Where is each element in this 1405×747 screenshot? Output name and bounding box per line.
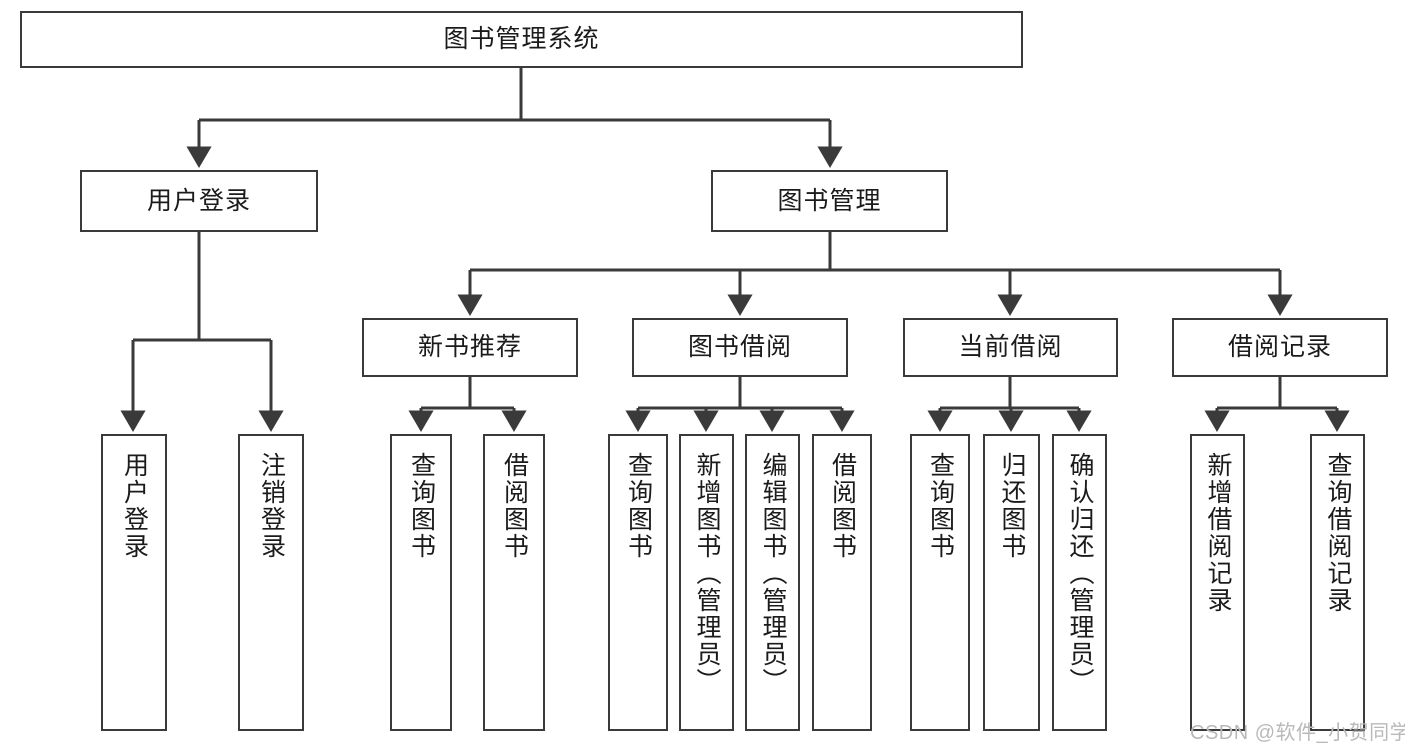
node-borrowing-records[interactable]: 借阅记录	[1172, 318, 1388, 377]
node-root[interactable]: 图书管理系统	[20, 11, 1023, 68]
node-book-management-label: 图书管理	[777, 186, 882, 215]
node-new-book-recommendation-label: 新书推荐	[417, 333, 522, 362]
leaf-query-books-recommend-label: 查询图书	[407, 452, 436, 560]
leaf-user-login[interactable]: 用户登录	[101, 434, 167, 731]
leaf-edit-book-admin-label: 编辑图书（管理员）	[759, 452, 787, 695]
node-book-management[interactable]: 图书管理	[711, 170, 948, 232]
leaf-borrow-books-borrowing[interactable]: 借阅图书	[812, 434, 872, 731]
leaf-add-book-admin[interactable]: 新增图书（管理员）	[679, 434, 734, 731]
node-user-login[interactable]: 用户登录	[80, 170, 318, 232]
node-current-borrowing[interactable]: 当前借阅	[903, 318, 1118, 377]
leaf-borrow-books-recommend[interactable]: 借阅图书	[483, 434, 545, 731]
leaf-confirm-return-admin-label: 确认归还（管理员）	[1066, 452, 1094, 695]
node-book-borrowing-label: 图书借阅	[687, 333, 792, 362]
node-user-login-label: 用户登录	[146, 186, 251, 215]
leaf-return-books[interactable]: 归还图书	[983, 434, 1040, 731]
leaf-query-borrow-record[interactable]: 查询借阅记录	[1310, 434, 1365, 731]
leaf-add-borrow-record[interactable]: 新增借阅记录	[1190, 434, 1245, 731]
leaf-borrow-books-recommend-label: 借阅图书	[500, 452, 529, 560]
leaf-user-login-label: 用户登录	[120, 452, 149, 560]
leaf-confirm-return-admin[interactable]: 确认归还（管理员）	[1052, 434, 1107, 731]
leaf-add-borrow-record-label: 新增借阅记录	[1204, 452, 1232, 614]
node-new-book-recommendation[interactable]: 新书推荐	[362, 318, 578, 377]
node-root-label: 图书管理系统	[443, 25, 600, 54]
node-book-borrowing[interactable]: 图书借阅	[632, 318, 848, 377]
leaf-logout-label: 注销登录	[257, 452, 286, 560]
leaf-logout[interactable]: 注销登录	[238, 434, 304, 731]
node-borrowing-records-label: 借阅记录	[1227, 333, 1332, 362]
node-current-borrowing-label: 当前借阅	[958, 333, 1063, 362]
leaf-query-borrow-record-label: 查询借阅记录	[1324, 452, 1352, 614]
leaf-query-books-borrowing[interactable]: 查询图书	[608, 434, 668, 731]
leaf-query-books-current-label: 查询图书	[926, 452, 955, 560]
leaf-add-book-admin-label: 新增图书（管理员）	[693, 452, 721, 695]
leaf-query-books-borrowing-label: 查询图书	[624, 452, 653, 560]
leaf-borrow-books-borrowing-label: 借阅图书	[828, 452, 857, 560]
leaf-query-books-current[interactable]: 查询图书	[910, 434, 970, 731]
leaf-query-books-recommend[interactable]: 查询图书	[390, 434, 452, 731]
csdn-watermark: CSDN @软件_小贺同学	[1190, 722, 1405, 744]
leaf-edit-book-admin[interactable]: 编辑图书（管理员）	[745, 434, 800, 731]
leaf-return-books-label: 归还图书	[998, 452, 1026, 560]
